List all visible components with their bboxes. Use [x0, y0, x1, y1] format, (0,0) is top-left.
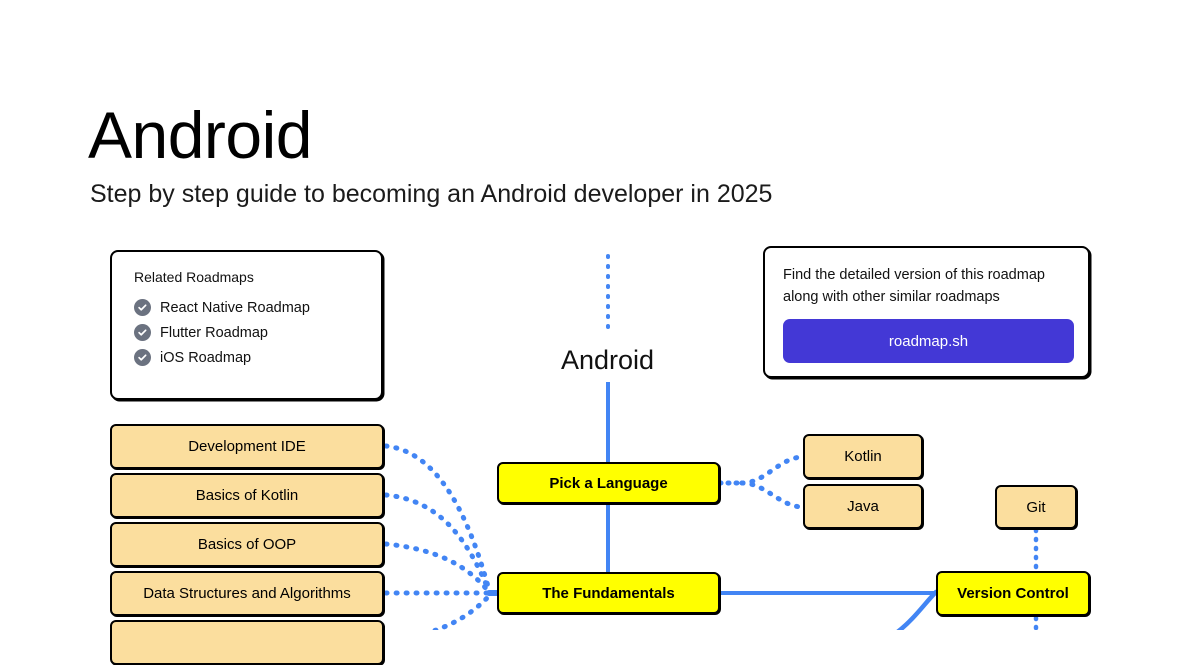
node-label: Kotlin	[844, 448, 882, 465]
related-roadmap-item-ios[interactable]: iOS Roadmap	[134, 349, 361, 366]
check-circle-icon	[134, 299, 151, 316]
connector-oop-to-fundamentals	[383, 541, 492, 595]
page-title: Android	[88, 98, 313, 173]
related-roadmaps-panel: Related Roadmaps React Native Roadmap Fl…	[110, 250, 383, 400]
node-data-structures-and-algorithms[interactable]: Data Structures and Algorithms	[110, 571, 384, 616]
related-roadmap-label: React Native Roadmap	[160, 299, 310, 316]
node-label: Pick a Language	[549, 474, 668, 492]
connector-ide-to-fundamentals	[383, 443, 492, 593]
related-roadmap-label: iOS Roadmap	[160, 349, 252, 366]
related-roadmap-label: Flutter Roadmap	[160, 324, 268, 341]
node-version-control[interactable]: Version Control	[936, 571, 1090, 616]
page-subtitle: Step by step guide to becoming an Androi…	[90, 180, 773, 208]
node-label: The Fundamentals	[542, 584, 675, 602]
cta-description: Find the detailed version of this roadma…	[783, 267, 1045, 306]
related-roadmap-item-flutter[interactable]: Flutter Roadmap	[134, 324, 361, 341]
connector-layer	[383, 254, 1039, 630]
roadmap-sh-button[interactable]: roadmap.sh	[783, 319, 1074, 363]
node-label: Basics of Kotlin	[195, 487, 299, 504]
cta-panel: Find the detailed version of this roadma…	[763, 246, 1090, 378]
check-circle-icon	[134, 349, 151, 366]
connector-fifth-to-fundamentals	[427, 593, 492, 630]
node-basics-of-oop[interactable]: Basics of OOP	[110, 522, 384, 567]
node-kotlin[interactable]: Kotlin	[803, 434, 923, 479]
node-pick-a-language[interactable]: Pick a Language	[497, 462, 720, 504]
roadmap-canvas: Android Step by step guide to becoming a…	[88, 98, 1090, 665]
node-label: Java	[847, 498, 879, 515]
related-roadmaps-heading: Related Roadmaps	[134, 269, 254, 285]
connector-to-java	[739, 480, 804, 510]
check-circle-icon	[134, 324, 151, 341]
node-label: Git	[1026, 498, 1046, 516]
root-node-label: Android	[561, 345, 655, 375]
node-label: Version Control	[957, 585, 1069, 602]
related-roadmap-item-react-native[interactable]: React Native Roadmap	[134, 299, 361, 316]
node-git[interactable]: Git	[995, 485, 1077, 529]
node-java[interactable]: Java	[803, 484, 923, 529]
node-label: Data Structures and Algorithms	[143, 585, 351, 602]
connector-kotlin-basics-to-fundamentals	[383, 492, 492, 594]
node-label: Development IDE	[188, 438, 306, 455]
connector-to-kotlin	[739, 454, 804, 486]
connector-curve-to-version-control	[896, 589, 939, 630]
node-the-fundamentals[interactable]: The Fundamentals	[497, 572, 720, 614]
node-left-column-partial[interactable]	[110, 620, 384, 665]
node-development-ide[interactable]: Development IDE	[110, 424, 384, 469]
node-label: Basics of OOP	[197, 536, 297, 553]
node-basics-of-kotlin[interactable]: Basics of Kotlin	[110, 473, 384, 518]
